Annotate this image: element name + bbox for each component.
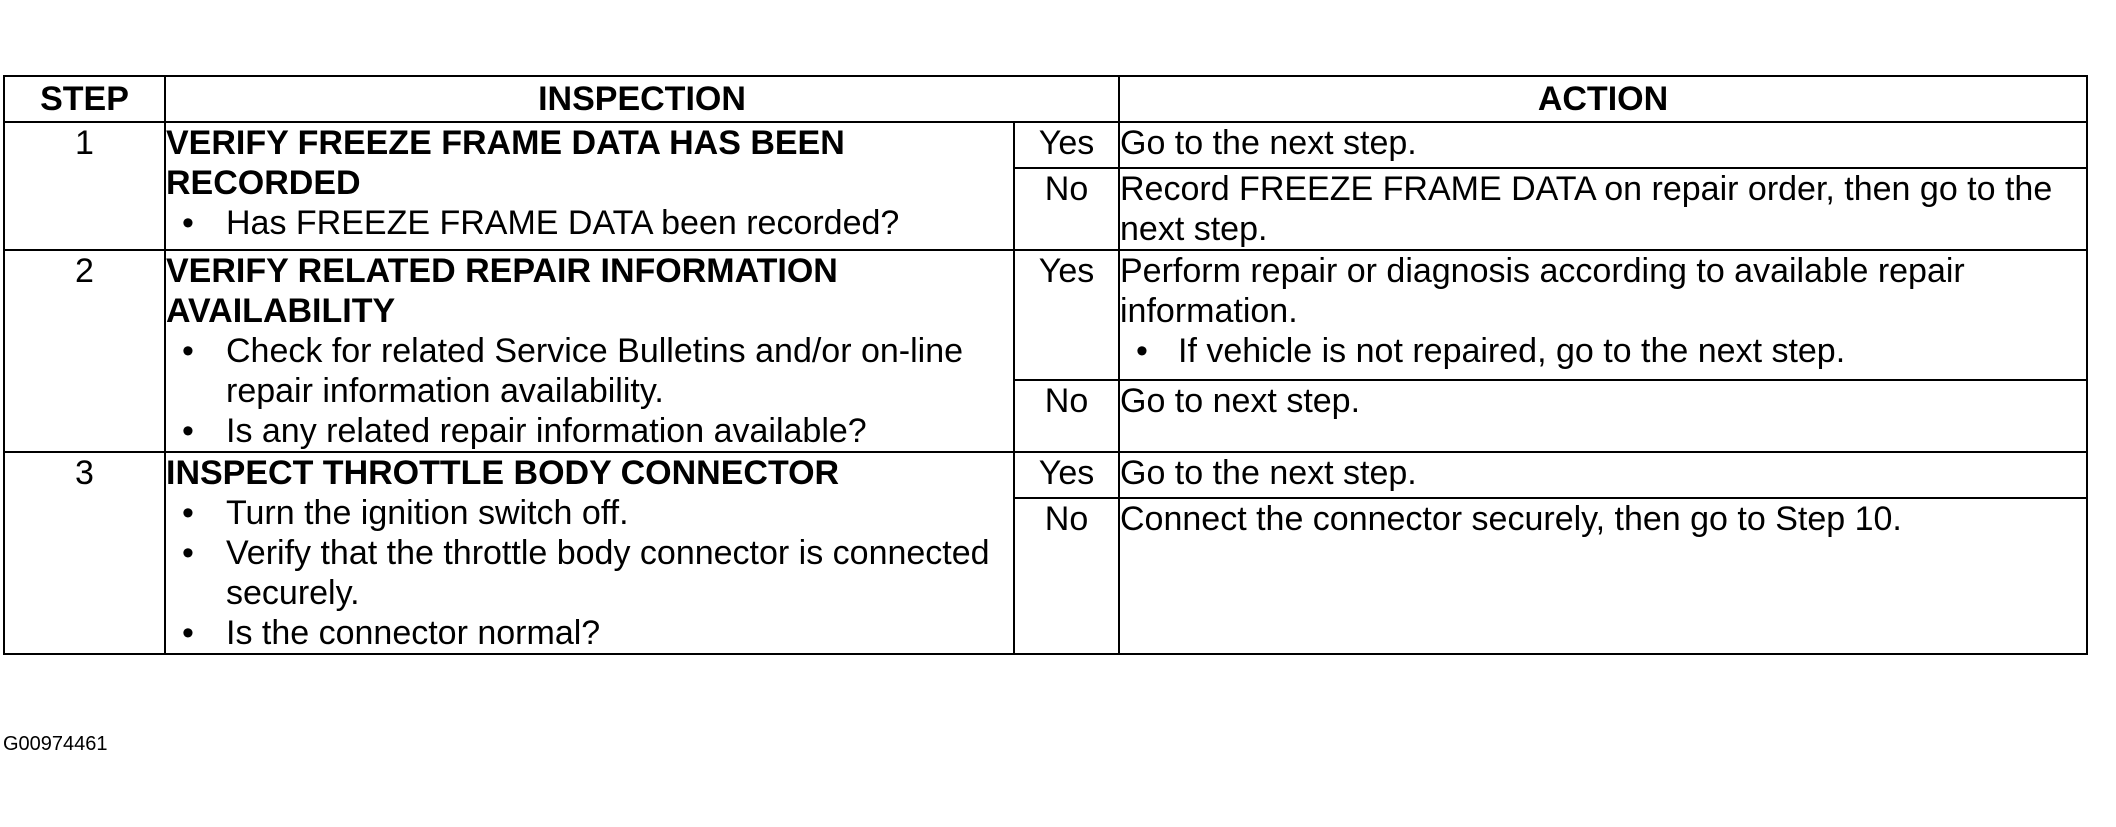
inspection-title: VERIFY FREEZE FRAME DATA HAS BEEN RECORD…: [166, 124, 845, 202]
header-row: STEP INSPECTION ACTION: [3, 75, 2088, 123]
yes-label: Yes: [1013, 451, 1120, 499]
yes-action: Perform repair or diagnosis according to…: [1118, 249, 2088, 381]
action-bullet: If vehicle is not repaired, go to the ne…: [1120, 331, 2086, 371]
inspection-bullet: Is any related repair information availa…: [166, 411, 1013, 451]
no-label: No: [1013, 379, 1120, 453]
table-row: 2 VERIFY RELATED REPAIR INFORMATION AVAI…: [3, 249, 2088, 453]
inspection-cell: VERIFY FREEZE FRAME DATA HAS BEEN RECORD…: [164, 121, 1015, 251]
diagnostic-table: STEP INSPECTION ACTION 1 VERIFY FREEZE F…: [3, 75, 2088, 655]
no-action: Connect the connector securely, then go …: [1118, 497, 2088, 655]
yes-action: Go to the next step.: [1118, 451, 2088, 499]
inspection-bullet: Turn the ignition switch off.: [166, 493, 1013, 533]
action-bullets: If vehicle is not repaired, go to the ne…: [1120, 331, 2086, 371]
action-text: Perform repair or diagnosis according to…: [1120, 252, 1965, 330]
table-row: No Record FREEZE FRAME DATA on repair or…: [4, 167, 2088, 251]
inspection-bullet: Has FREEZE FRAME DATA been recorded?: [166, 203, 1013, 243]
inspection-title: VERIFY RELATED REPAIR INFORMATION AVAILA…: [166, 252, 838, 330]
inspection-bullets: Turn the ignition switch off. Verify tha…: [166, 493, 1013, 653]
no-label: No: [1013, 497, 1120, 655]
table-row: 3 INSPECT THROTTLE BODY CONNECTOR Turn t…: [3, 451, 2088, 655]
step-number: 3: [3, 451, 166, 655]
inspection-bullet: Check for related Service Bulletins and/…: [166, 331, 1013, 411]
no-label: No: [1013, 167, 1120, 251]
inspection-bullets: Has FREEZE FRAME DATA been recorded?: [166, 203, 1013, 243]
yes-action: Go to the next step.: [1118, 121, 2088, 169]
inspection-bullets: Check for related Service Bulletins and/…: [166, 331, 1013, 451]
yes-label: Yes: [1013, 121, 1120, 169]
header-step: STEP: [3, 75, 166, 123]
inspection-bullet: Is the connector normal?: [166, 613, 1013, 653]
inspection-cell: VERIFY RELATED REPAIR INFORMATION AVAILA…: [164, 249, 1015, 453]
figure-id: G00974461: [3, 733, 108, 755]
action-text: Go to the next step.: [1120, 124, 1417, 162]
table-row: 1 VERIFY FREEZE FRAME DATA HAS BEEN RECO…: [3, 121, 2088, 251]
inspection-bullet: Verify that the throttle body connector …: [166, 533, 1013, 613]
inspection-cell: INSPECT THROTTLE BODY CONNECTOR Turn the…: [164, 451, 1015, 655]
header-inspection: INSPECTION: [164, 75, 1120, 123]
inspection-title: INSPECT THROTTLE BODY CONNECTOR: [166, 454, 840, 492]
no-action: Record FREEZE FRAME DATA on repair order…: [1118, 167, 2088, 251]
action-text: Go to the next step.: [1120, 454, 1417, 492]
step-number: 2: [3, 249, 166, 453]
no-action: Go to next step.: [1118, 379, 2088, 453]
header-action: ACTION: [1118, 75, 2088, 123]
table-row: No Go to next step.: [4, 379, 2088, 453]
table-row: No Connect the connector securely, then …: [4, 497, 2088, 655]
step-number: 1: [3, 121, 166, 251]
yes-label: Yes: [1013, 249, 1120, 381]
